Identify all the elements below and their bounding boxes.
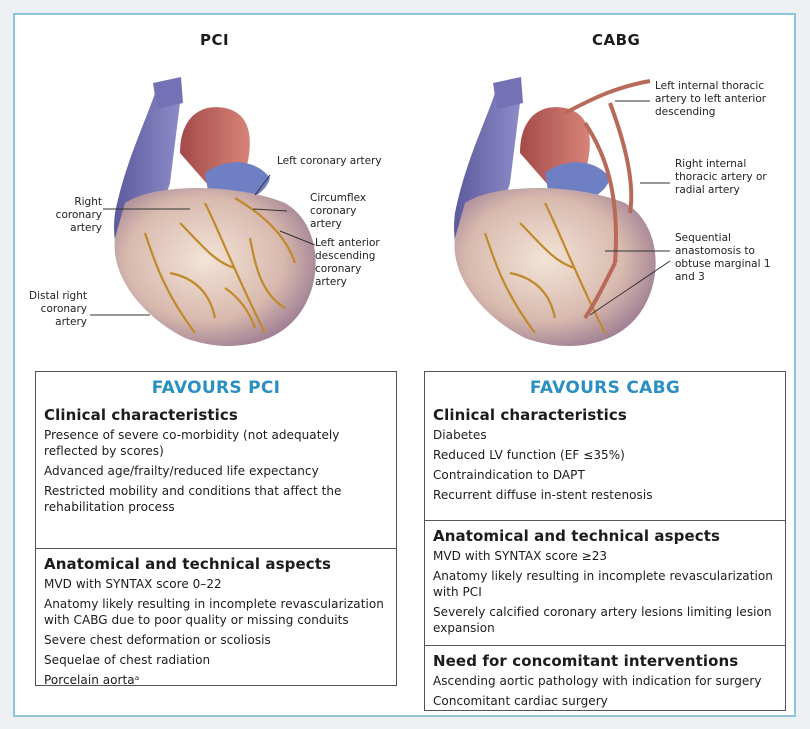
cabg-leader-lines xyxy=(589,100,671,316)
list-item: Restricted mobility and conditions that … xyxy=(44,484,342,514)
list-item: MVD with SYNTAX score 0–22 xyxy=(44,577,222,591)
section-title: Anatomical and technical aspects xyxy=(44,555,332,573)
vena-cava-top xyxy=(493,77,523,109)
label-right-coronary: Right coronary artery xyxy=(55,196,102,234)
label-sequential: Sequential anastomosis to obtuse margina… xyxy=(675,232,771,283)
list-item: MVD with SYNTAX score ≥23 xyxy=(433,549,608,563)
label-circumflex: Circumflex coronary artery xyxy=(310,192,367,230)
vena-cava-top xyxy=(153,77,183,109)
pci-title: PCI xyxy=(200,31,230,49)
heart-body xyxy=(114,188,316,346)
coronary-vessels xyxy=(483,202,606,334)
label-rita: Right internal thoracic artery or radial… xyxy=(675,158,767,196)
pci-leader-lines xyxy=(90,174,316,316)
list-item: Advanced age/frailty/reduced life expect… xyxy=(44,464,319,478)
favours-cabg-box: FAVOURS CABG Clinical characteristics Di… xyxy=(424,371,786,711)
list-item: Anatomy likely resulting in incomplete r… xyxy=(44,597,384,627)
cabg-clinical-section: Clinical characteristics Diabetes Reduce… xyxy=(425,400,785,520)
figure-frame: PCI xyxy=(13,13,796,717)
cabg-heart-illustration xyxy=(454,77,656,346)
section-title: Clinical characteristics xyxy=(433,406,627,424)
label-distal-right: Distal right coronary artery xyxy=(29,290,87,328)
list-item: Ascending aortic pathology with indicati… xyxy=(433,674,762,688)
favours-cabg-heading: FAVOURS CABG xyxy=(529,378,681,398)
list-item: Porcelain aortaᵃ xyxy=(44,673,140,687)
list-item: Concomitant cardiac surgery xyxy=(433,694,608,708)
list-item: Sequelae of chest radiation xyxy=(44,653,211,667)
section-title: Anatomical and technical aspects xyxy=(433,527,721,545)
label-left-coronary: Left coronary artery xyxy=(277,155,382,167)
favours-pci-heading: FAVOURS PCI xyxy=(151,378,281,398)
pci-clinical-section: Clinical characteristics Presence of sev… xyxy=(36,400,396,548)
list-item: Reduced LV function (EF ≤35%) xyxy=(433,448,625,462)
favours-pci-box: FAVOURS PCI Clinical characteristics Pre… xyxy=(35,371,397,688)
list-item: Severely calcified coronary artery lesio… xyxy=(433,605,772,635)
label-lad: Left anterior descending coronary artery xyxy=(315,237,380,288)
coronary-vessels xyxy=(143,197,297,334)
cabg-concomitant-section: Need for concomitant interventions Ascen… xyxy=(425,645,785,709)
list-item: Diabetes xyxy=(433,428,487,442)
heart-body xyxy=(454,188,656,346)
section-title: Need for concomitant interventions xyxy=(433,652,739,670)
cabg-anatomical-section: Anatomical and technical aspects MVD wit… xyxy=(425,520,785,645)
bypass-grafts xyxy=(564,79,651,320)
list-item: Contraindication to DAPT xyxy=(433,468,585,482)
list-item: Recurrent diffuse in-stent restenosis xyxy=(433,488,653,502)
label-lita: Left internal thoracic artery to left an… xyxy=(655,80,767,118)
pci-heart-illustration xyxy=(114,77,316,346)
list-item: Anatomy likely resulting in incomplete r… xyxy=(433,569,773,599)
list-item: Presence of severe co-morbidity (not ade… xyxy=(44,428,340,458)
cabg-title: CABG xyxy=(592,31,641,49)
list-item: Severe chest deformation or scoliosis xyxy=(44,633,271,647)
pci-anatomical-section: Anatomical and technical aspects MVD wit… xyxy=(36,548,396,688)
section-title: Clinical characteristics xyxy=(44,406,238,424)
